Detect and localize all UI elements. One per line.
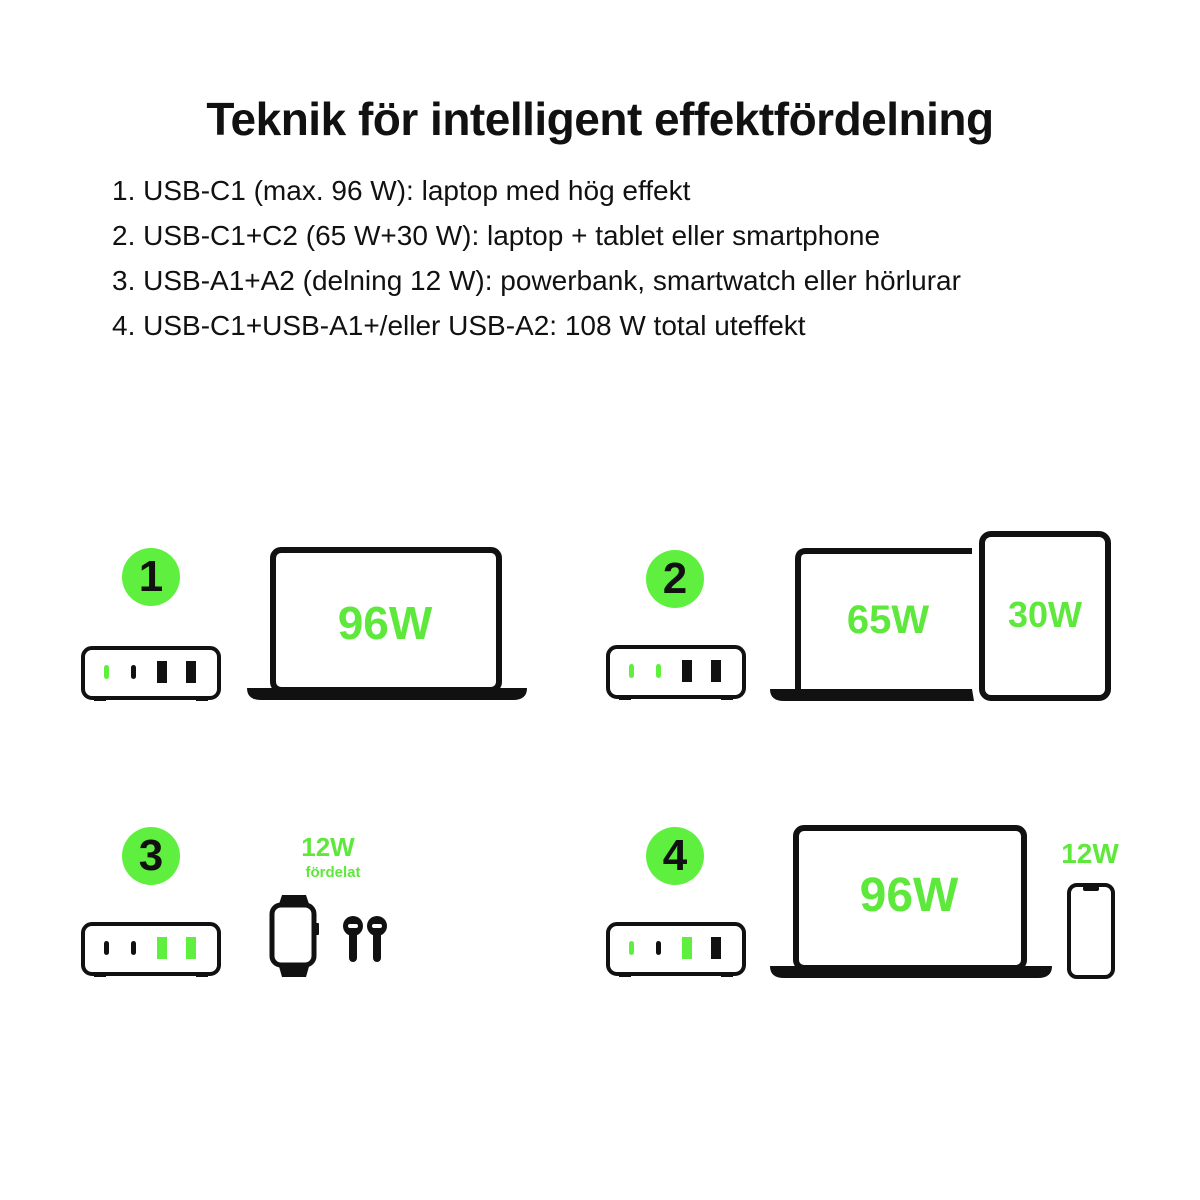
phone-watts-label: 12W: [1061, 838, 1119, 869]
scenario-number-badge: 3: [122, 827, 180, 885]
smartwatch-icon: [269, 895, 319, 977]
charger-icon: [81, 646, 221, 701]
scenario-number-badge: 1: [122, 548, 180, 606]
shared-watts-label: 12W: [301, 832, 355, 862]
mode-item-1: 1. USB-C1 (max. 96 W): laptop med hög ef…: [112, 175, 691, 206]
mode-list: 1. USB-C1 (max. 96 W): laptop med hög ef…: [112, 168, 961, 348]
scenario-number-badge: 2: [646, 550, 704, 608]
laptop-watts-label: 96W: [337, 597, 433, 649]
charger-icon: [606, 645, 746, 700]
mode-item-3: 3. USB-A1+A2 (delning 12 W): powerbank, …: [112, 265, 961, 296]
laptop-icon: [770, 548, 974, 701]
mode-item-2: 2. USB-C1+C2 (65 W+30 W): laptop + table…: [112, 220, 881, 251]
charger-icon: [81, 922, 221, 977]
tablet-icon: [979, 531, 1111, 701]
charger-icon: [606, 922, 746, 977]
tablet-watts-label: 30W: [1007, 594, 1083, 635]
laptop-watts-label: 65W: [846, 598, 930, 642]
page-title: Teknik för intelligent effektfördelning: [206, 93, 994, 145]
shared-watts-sublabel: fördelat: [305, 864, 361, 881]
laptop-icon: [770, 825, 1052, 978]
earbuds-icon: [343, 916, 387, 962]
smartphone-icon: [1067, 883, 1115, 979]
mode-item-4: 4. USB-C1+USB-A1+/eller USB-A2: 108 W to…: [112, 310, 806, 341]
laptop-icon: [247, 547, 527, 700]
scenario-number-badge: 4: [646, 827, 704, 885]
laptop-watts-label: 96W: [859, 869, 959, 922]
